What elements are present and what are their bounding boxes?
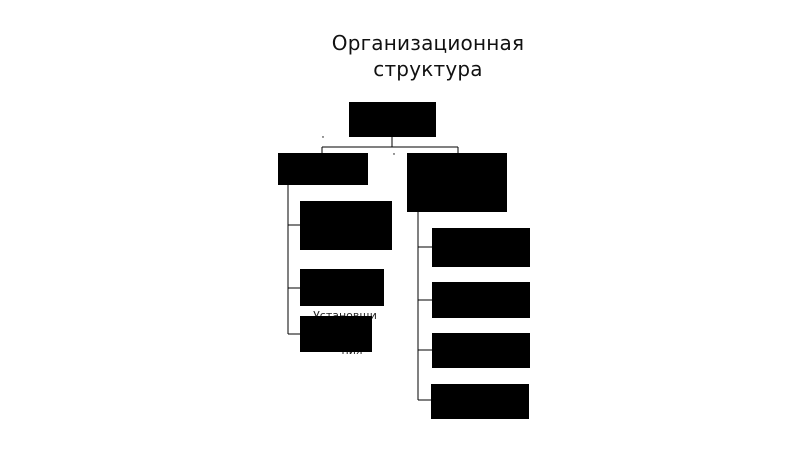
org-box-left-child-1 [300, 201, 392, 250]
slide-title: Организационная структура [300, 30, 556, 82]
org-box-root [349, 102, 436, 137]
connector-dot-left [322, 136, 324, 138]
org-box-left-head [278, 153, 368, 185]
org-box-right-child-3 [432, 333, 530, 368]
org-box-right-child-1 [432, 228, 530, 267]
org-box-left-child-2 [300, 269, 384, 306]
slide-title-line-2: структура [373, 57, 483, 81]
org-box-right-child-4 [431, 384, 529, 419]
org-box-right-child-2 [432, 282, 530, 318]
connector-dot-center [393, 153, 395, 155]
org-box-left-child-3 [300, 316, 372, 352]
org-box-right-head [407, 153, 507, 212]
slide-title-line-1: Организационная [331, 31, 525, 55]
